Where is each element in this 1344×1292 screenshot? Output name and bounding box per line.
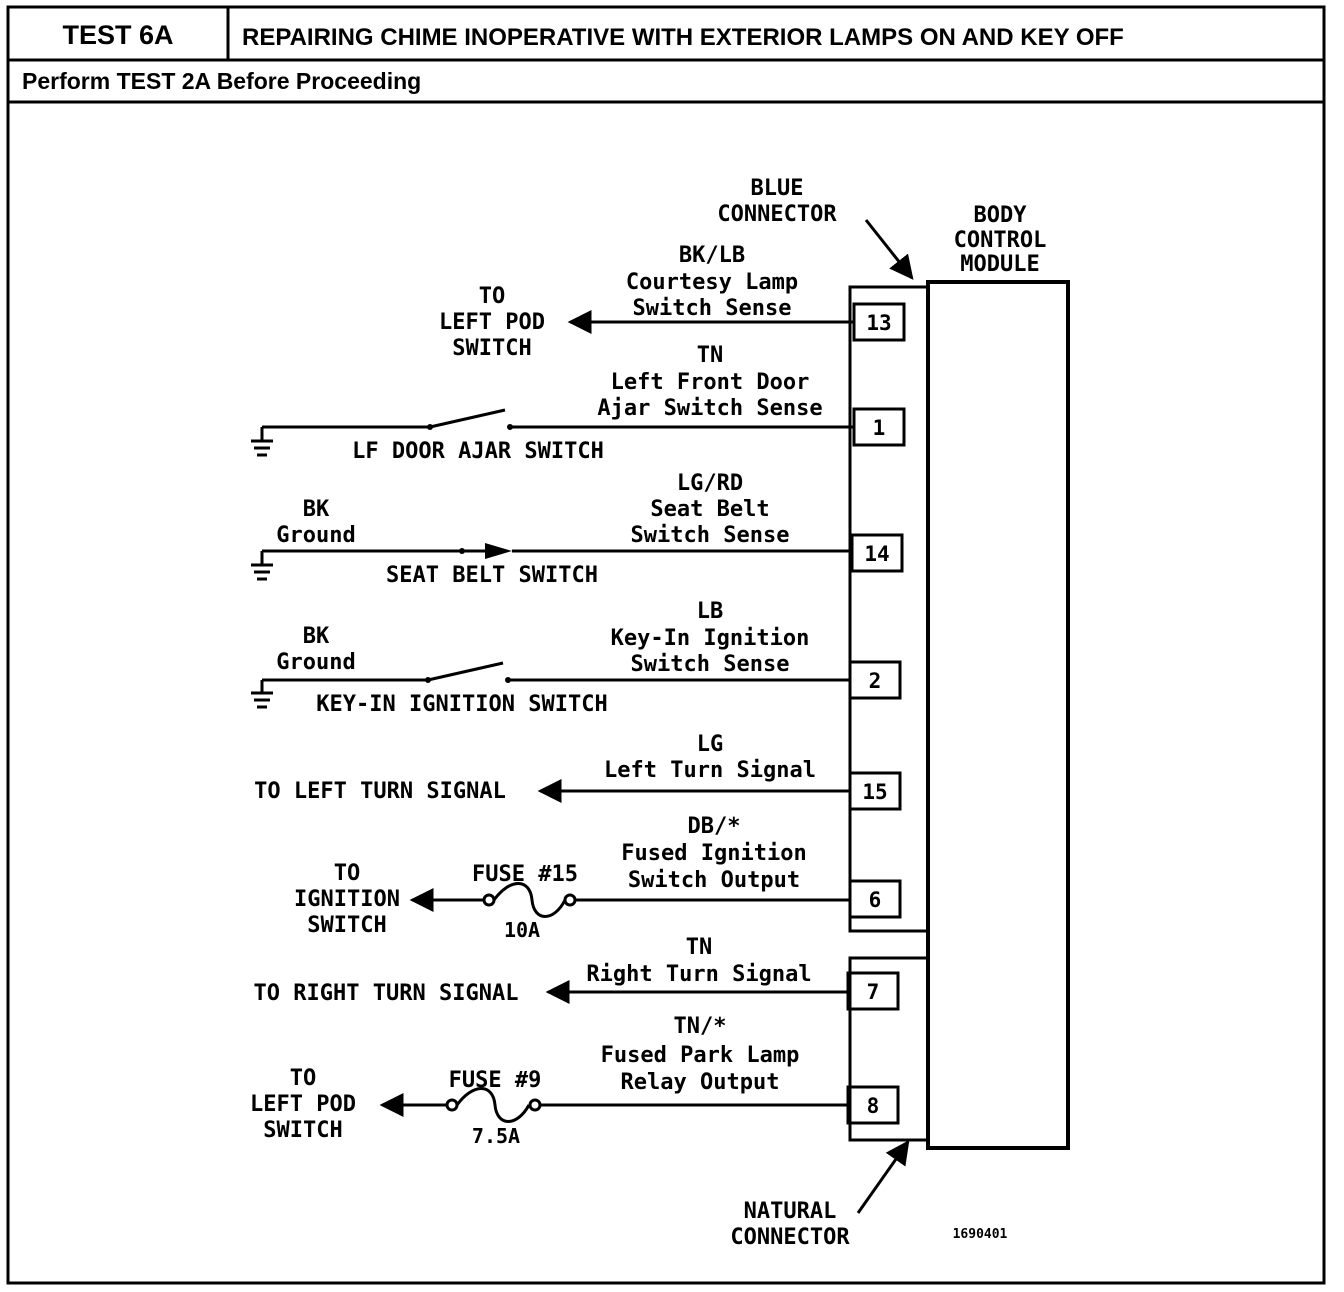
svg-text:TN/*: TN/*	[674, 1014, 727, 1039]
svg-text:SEAT BELT SWITCH: SEAT BELT SWITCH	[386, 563, 598, 588]
svg-text:13: 13	[866, 311, 891, 335]
natural-connector-label-1: NATURAL	[744, 1199, 837, 1224]
svg-text:DB/*: DB/*	[688, 814, 741, 839]
svg-text:Switch Output: Switch Output	[628, 868, 800, 893]
svg-text:Switch Sense: Switch Sense	[633, 296, 792, 321]
svg-text:Right Turn Signal: Right Turn Signal	[586, 962, 811, 987]
svg-text:BK: BK	[303, 497, 330, 522]
svg-text:TO RIGHT TURN SIGNAL: TO RIGHT TURN SIGNAL	[254, 981, 519, 1006]
pin-13: 13	[852, 302, 906, 342]
svg-text:Left Front Door: Left Front Door	[611, 370, 810, 395]
svg-text:Ground: Ground	[276, 650, 355, 675]
pin-6: 6	[848, 879, 902, 919]
prerequisite-note: Perform TEST 2A Before Proceeding	[22, 68, 421, 94]
pin-1: 1	[852, 407, 906, 447]
svg-text:10A: 10A	[504, 918, 540, 942]
svg-text:LEFT POD: LEFT POD	[439, 310, 545, 335]
natural-connector-label-2: CONNECTOR	[730, 1225, 850, 1250]
circuit-lf-door-ajar: TN Left Front Door Ajar Switch Sense LF …	[251, 343, 854, 464]
pin-15: 15	[848, 771, 902, 811]
blue-connector-label-2: CONNECTOR	[717, 202, 837, 227]
module-label-1: BODY	[974, 203, 1028, 228]
pin-2: 2	[848, 660, 902, 700]
svg-text:KEY-IN IGNITION SWITCH: KEY-IN IGNITION SWITCH	[316, 692, 607, 717]
natural-connector-pointer	[856, 1140, 910, 1214]
svg-text:LEFT POD: LEFT POD	[250, 1092, 356, 1117]
circuit-seat-belt: LG/RD Seat Belt Switch Sense BK Ground S…	[251, 471, 852, 588]
module-label-2: CONTROL	[954, 228, 1047, 253]
svg-text:TO LEFT TURN SIGNAL: TO LEFT TURN SIGNAL	[254, 779, 506, 804]
svg-text:Left Turn Signal: Left Turn Signal	[604, 758, 816, 783]
svg-text:LF DOOR AJAR SWITCH: LF DOOR AJAR SWITCH	[352, 439, 604, 464]
svg-text:TN: TN	[686, 935, 713, 960]
blue-connector	[848, 285, 930, 933]
svg-text:SWITCH: SWITCH	[307, 913, 386, 938]
svg-text:2: 2	[869, 669, 882, 693]
test-title: REPAIRING CHIME INOPERATIVE WITH EXTERIO…	[242, 24, 1124, 51]
ground-icon	[251, 439, 273, 457]
circuit-key-in-ignition: LB Key-In Ignition Switch Sense BK Groun…	[251, 599, 850, 717]
svg-text:FUSE #9: FUSE #9	[449, 1068, 542, 1093]
pin-14: 14	[850, 533, 904, 573]
svg-text:IGNITION: IGNITION	[294, 887, 400, 912]
svg-text:LB: LB	[697, 599, 724, 624]
pin-7: 7	[846, 971, 900, 1011]
circuit-courtesy-lamp: BK/LB Courtesy Lamp Switch Sense TO LEFT…	[439, 243, 854, 361]
svg-text:BK: BK	[303, 624, 330, 649]
svg-text:6: 6	[869, 888, 882, 912]
svg-text:LG: LG	[697, 732, 724, 757]
svg-text:1: 1	[873, 416, 886, 440]
svg-text:Switch Sense: Switch Sense	[631, 652, 790, 677]
svg-text:FUSE #15: FUSE #15	[472, 862, 578, 887]
svg-text:Key-In Ignition: Key-In Ignition	[611, 626, 810, 651]
svg-text:Ajar Switch Sense: Ajar Switch Sense	[597, 396, 822, 421]
test-id: TEST 6A	[62, 20, 173, 50]
circuit-fused-ignition: DB/* Fused Ignition Switch Output FUSE #…	[294, 814, 850, 942]
body-control-module	[926, 280, 1070, 1150]
svg-text:Fused Park Lamp: Fused Park Lamp	[601, 1043, 800, 1068]
svg-text:Ground: Ground	[276, 523, 355, 548]
svg-text:SWITCH: SWITCH	[452, 336, 531, 361]
svg-text:TO: TO	[479, 284, 506, 309]
blue-connector-pointer	[864, 219, 914, 280]
ground-icon	[251, 563, 273, 581]
pin-8: 8	[846, 1085, 900, 1125]
svg-text:TN: TN	[697, 343, 724, 368]
svg-text:TO: TO	[290, 1066, 317, 1091]
circuit-left-turn-signal: LG Left Turn Signal TO LEFT TURN SIGNAL	[254, 732, 850, 804]
svg-text:Fused Ignition: Fused Ignition	[621, 841, 806, 866]
svg-text:8: 8	[867, 1094, 880, 1118]
svg-text:Switch Sense: Switch Sense	[631, 523, 790, 548]
svg-text:15: 15	[862, 780, 887, 804]
fuse-icon	[445, 1087, 542, 1123]
figure-id: 1690401	[953, 1227, 1008, 1242]
svg-text:Courtesy Lamp: Courtesy Lamp	[626, 270, 798, 295]
ground-icon	[251, 691, 273, 709]
svg-text:7.5A: 7.5A	[472, 1124, 520, 1148]
circuit-right-turn-signal: TN Right Turn Signal TO RIGHT TURN SIGNA…	[254, 935, 848, 1006]
header-frame	[6, 5, 1326, 1285]
svg-text:Relay Output: Relay Output	[621, 1070, 780, 1095]
svg-text:Seat Belt: Seat Belt	[650, 497, 769, 522]
fuse-icon	[482, 882, 577, 918]
svg-text:TO: TO	[334, 861, 361, 886]
module-label-3: MODULE	[960, 252, 1039, 277]
svg-text:LG/RD: LG/RD	[677, 471, 743, 496]
svg-text:SWITCH: SWITCH	[263, 1118, 342, 1143]
natural-connector	[848, 956, 930, 1142]
svg-text:BK/LB: BK/LB	[679, 243, 745, 268]
blue-connector-label-1: BLUE	[751, 176, 804, 201]
circuit-fused-park-lamp: TN/* Fused Park Lamp Relay Output FUSE #…	[250, 1014, 848, 1148]
svg-text:7: 7	[867, 980, 880, 1004]
svg-text:14: 14	[864, 542, 889, 566]
